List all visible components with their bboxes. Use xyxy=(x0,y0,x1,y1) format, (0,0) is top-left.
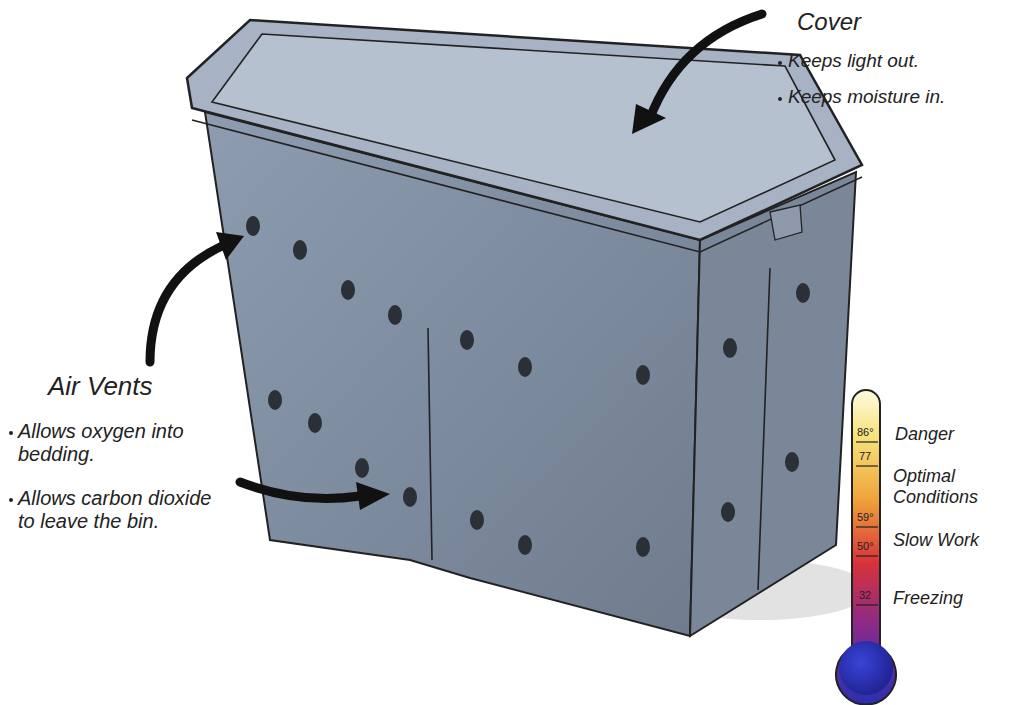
bin-handle xyxy=(770,205,802,240)
bin-rib xyxy=(428,328,432,560)
temperature-zone: Danger xyxy=(895,424,1025,445)
temperature-mark: 77 xyxy=(859,450,871,463)
callout-title: Air Vents xyxy=(48,372,248,402)
callout-title: Cover xyxy=(797,8,917,36)
temperature-zone: Freezing xyxy=(893,588,1023,609)
lid-edge xyxy=(192,120,862,252)
temperature-zone: Optimal Conditions xyxy=(893,466,1003,507)
lid-rim xyxy=(212,34,835,222)
callout-note: Allows carbon dioxide to leave the bin. xyxy=(18,487,213,533)
arrow-head xyxy=(356,482,390,510)
bin-rib xyxy=(758,268,770,590)
bin-side xyxy=(690,172,856,636)
thermometer-bulb xyxy=(839,641,893,695)
arrow-head xyxy=(216,232,244,260)
air-vents xyxy=(246,216,810,557)
leader-arrow xyxy=(240,482,360,499)
callout-note: Allows oxygen into bedding. xyxy=(18,420,193,466)
temperature-zone: Slow Work xyxy=(893,530,1031,551)
leader-arrow xyxy=(650,14,762,118)
thermometer xyxy=(836,390,896,705)
temperature-mark: 59° xyxy=(857,511,874,524)
temperature-mark: 50° xyxy=(857,540,874,553)
arrow-head xyxy=(632,104,666,134)
temperature-mark: 86° xyxy=(857,426,874,439)
leader-arrow xyxy=(150,246,222,362)
thermometer-ticks xyxy=(856,442,878,605)
callout-note: Keeps moisture in. xyxy=(788,86,1028,108)
bullets xyxy=(9,61,782,502)
callout-note: Keeps light out. xyxy=(788,50,1028,72)
temperature-mark: 32 xyxy=(859,589,871,602)
